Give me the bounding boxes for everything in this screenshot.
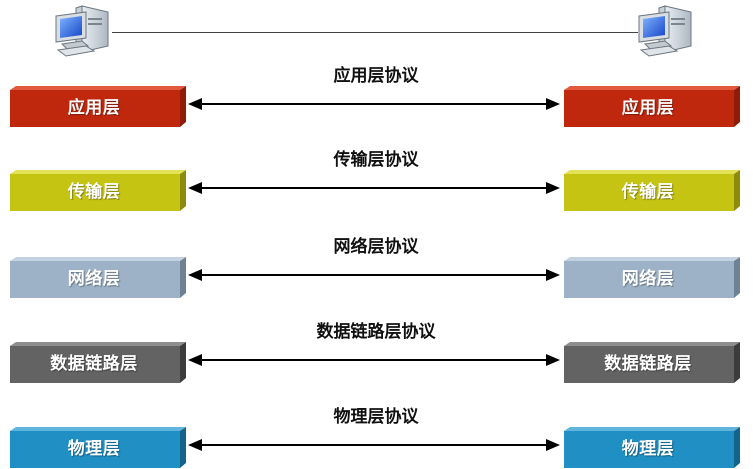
application-protocol-label: 应用层协议 — [333, 66, 419, 86]
bidirectional-arrow — [188, 98, 560, 110]
transport-protocol-label: 传输层协议 — [333, 150, 419, 170]
left-network-layer-label: 网络层 — [67, 269, 121, 289]
bidirectional-arrow — [188, 354, 560, 366]
left-transport-layer-label: 传输层 — [67, 182, 121, 202]
layer-row-network: 网络层协议 网络层 网络层 — [0, 237, 753, 299]
layer-row-transport: 传输层协议 传输层 传输层 — [0, 150, 753, 212]
layer-row-datalink: 数据链路层协议 数据链路层 数据链路层 — [0, 322, 753, 384]
left-network-layer-box: 网络层 — [8, 257, 190, 299]
right-physical-layer-label: 物理层 — [621, 439, 675, 459]
layer-row-application: 应用层协议 应用层 应用层 — [0, 66, 753, 128]
right-datalink-layer-box: 数据链路层 — [562, 342, 744, 384]
datalink-protocol-label: 数据链路层协议 — [316, 322, 436, 342]
network-protocol-label: 网络层协议 — [333, 237, 419, 257]
left-datalink-layer-label: 数据链路层 — [50, 354, 138, 374]
right-computer-icon — [635, 2, 697, 58]
left-computer-icon — [52, 2, 114, 58]
left-physical-layer-box: 物理层 — [8, 427, 190, 469]
left-datalink-layer-box: 数据链路层 — [8, 342, 190, 384]
right-transport-layer-label: 传输层 — [621, 182, 675, 202]
bidirectional-arrow — [188, 182, 560, 194]
right-physical-layer-box: 物理层 — [562, 427, 744, 469]
right-network-layer-label: 网络层 — [621, 269, 675, 289]
left-application-layer-box: 应用层 — [8, 86, 190, 128]
left-physical-layer-label: 物理层 — [67, 439, 121, 459]
network-link-line — [112, 32, 638, 33]
bidirectional-arrow — [188, 439, 560, 451]
right-network-layer-box: 网络层 — [562, 257, 744, 299]
right-datalink-layer-label: 数据链路层 — [604, 354, 692, 374]
physical-protocol-label: 物理层协议 — [333, 407, 419, 427]
bidirectional-arrow — [188, 269, 560, 281]
right-application-layer-label: 应用层 — [621, 98, 675, 118]
right-transport-layer-box: 传输层 — [562, 170, 744, 212]
right-application-layer-box: 应用层 — [562, 86, 744, 128]
left-transport-layer-box: 传输层 — [8, 170, 190, 212]
layer-row-physical: 物理层协议 物理层 物理层 — [0, 407, 753, 469]
left-application-layer-label: 应用层 — [67, 98, 121, 118]
